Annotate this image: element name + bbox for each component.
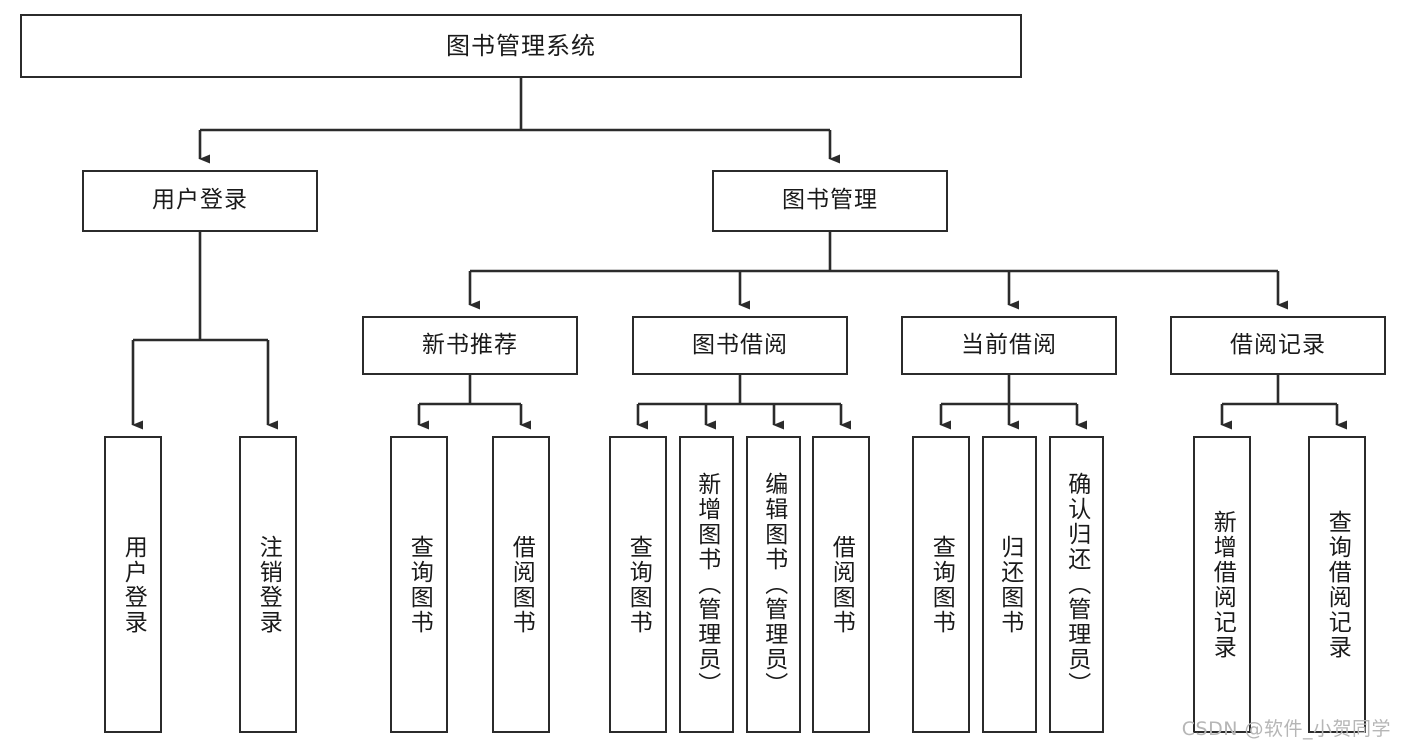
node-book-borrow[interactable]: 图书借阅 — [632, 316, 848, 375]
node-leaf-edit-book-admin[interactable]: 编辑图书（管理员） — [746, 436, 801, 733]
watermark-text: CSDN @软件_小贺同学 — [1181, 718, 1391, 740]
node-leaf-confirm-return-admin[interactable]: 确认归还（管理员） — [1049, 436, 1104, 733]
leaf-label: 查询借阅记录 — [1324, 509, 1351, 660]
node-leaf-borrow-book-recommend[interactable]: 借阅图书 — [492, 436, 550, 733]
node-leaf-user-login[interactable]: 用户登录 — [104, 436, 162, 733]
node-leaf-borrow-book-borrow[interactable]: 借阅图书 — [812, 436, 870, 733]
node-leaf-query-book-recommend[interactable]: 查询图书 — [390, 436, 448, 733]
leaf-label: 新增借阅记录 — [1209, 509, 1236, 660]
node-leaf-return-book[interactable]: 归还图书 — [982, 436, 1037, 733]
leaf-label: 借阅图书 — [828, 534, 855, 635]
node-leaf-query-book-borrow[interactable]: 查询图书 — [609, 436, 667, 733]
leaf-label: 查询图书 — [406, 534, 433, 635]
node-new-book-recommend[interactable]: 新书推荐 — [362, 316, 578, 375]
leaf-label: 用户登录 — [120, 534, 147, 635]
leaf-label: 确认归还（管理员） — [1063, 472, 1090, 697]
node-borrow-record[interactable]: 借阅记录 — [1170, 316, 1386, 375]
node-user-login[interactable]: 用户登录 — [82, 170, 318, 232]
node-leaf-add-book-admin[interactable]: 新增图书（管理员） — [679, 436, 734, 733]
leaf-label: 编辑图书（管理员） — [760, 472, 787, 697]
node-leaf-user-logout[interactable]: 注销登录 — [239, 436, 297, 733]
leaf-label: 归还图书 — [996, 534, 1023, 635]
leaf-label: 注销登录 — [255, 534, 282, 635]
leaf-label: 查询图书 — [928, 534, 955, 635]
node-leaf-query-book-current[interactable]: 查询图书 — [912, 436, 970, 733]
leaf-label: 借阅图书 — [508, 534, 535, 635]
node-current-borrow[interactable]: 当前借阅 — [901, 316, 1117, 375]
node-leaf-query-borrow-record[interactable]: 查询借阅记录 — [1308, 436, 1366, 733]
node-book-management[interactable]: 图书管理 — [712, 170, 948, 232]
leaf-label: 新增图书（管理员） — [693, 472, 720, 697]
node-leaf-add-borrow-record[interactable]: 新增借阅记录 — [1193, 436, 1251, 733]
leaf-label: 查询图书 — [625, 534, 652, 635]
node-root-book-management-system[interactable]: 图书管理系统 — [20, 14, 1022, 78]
